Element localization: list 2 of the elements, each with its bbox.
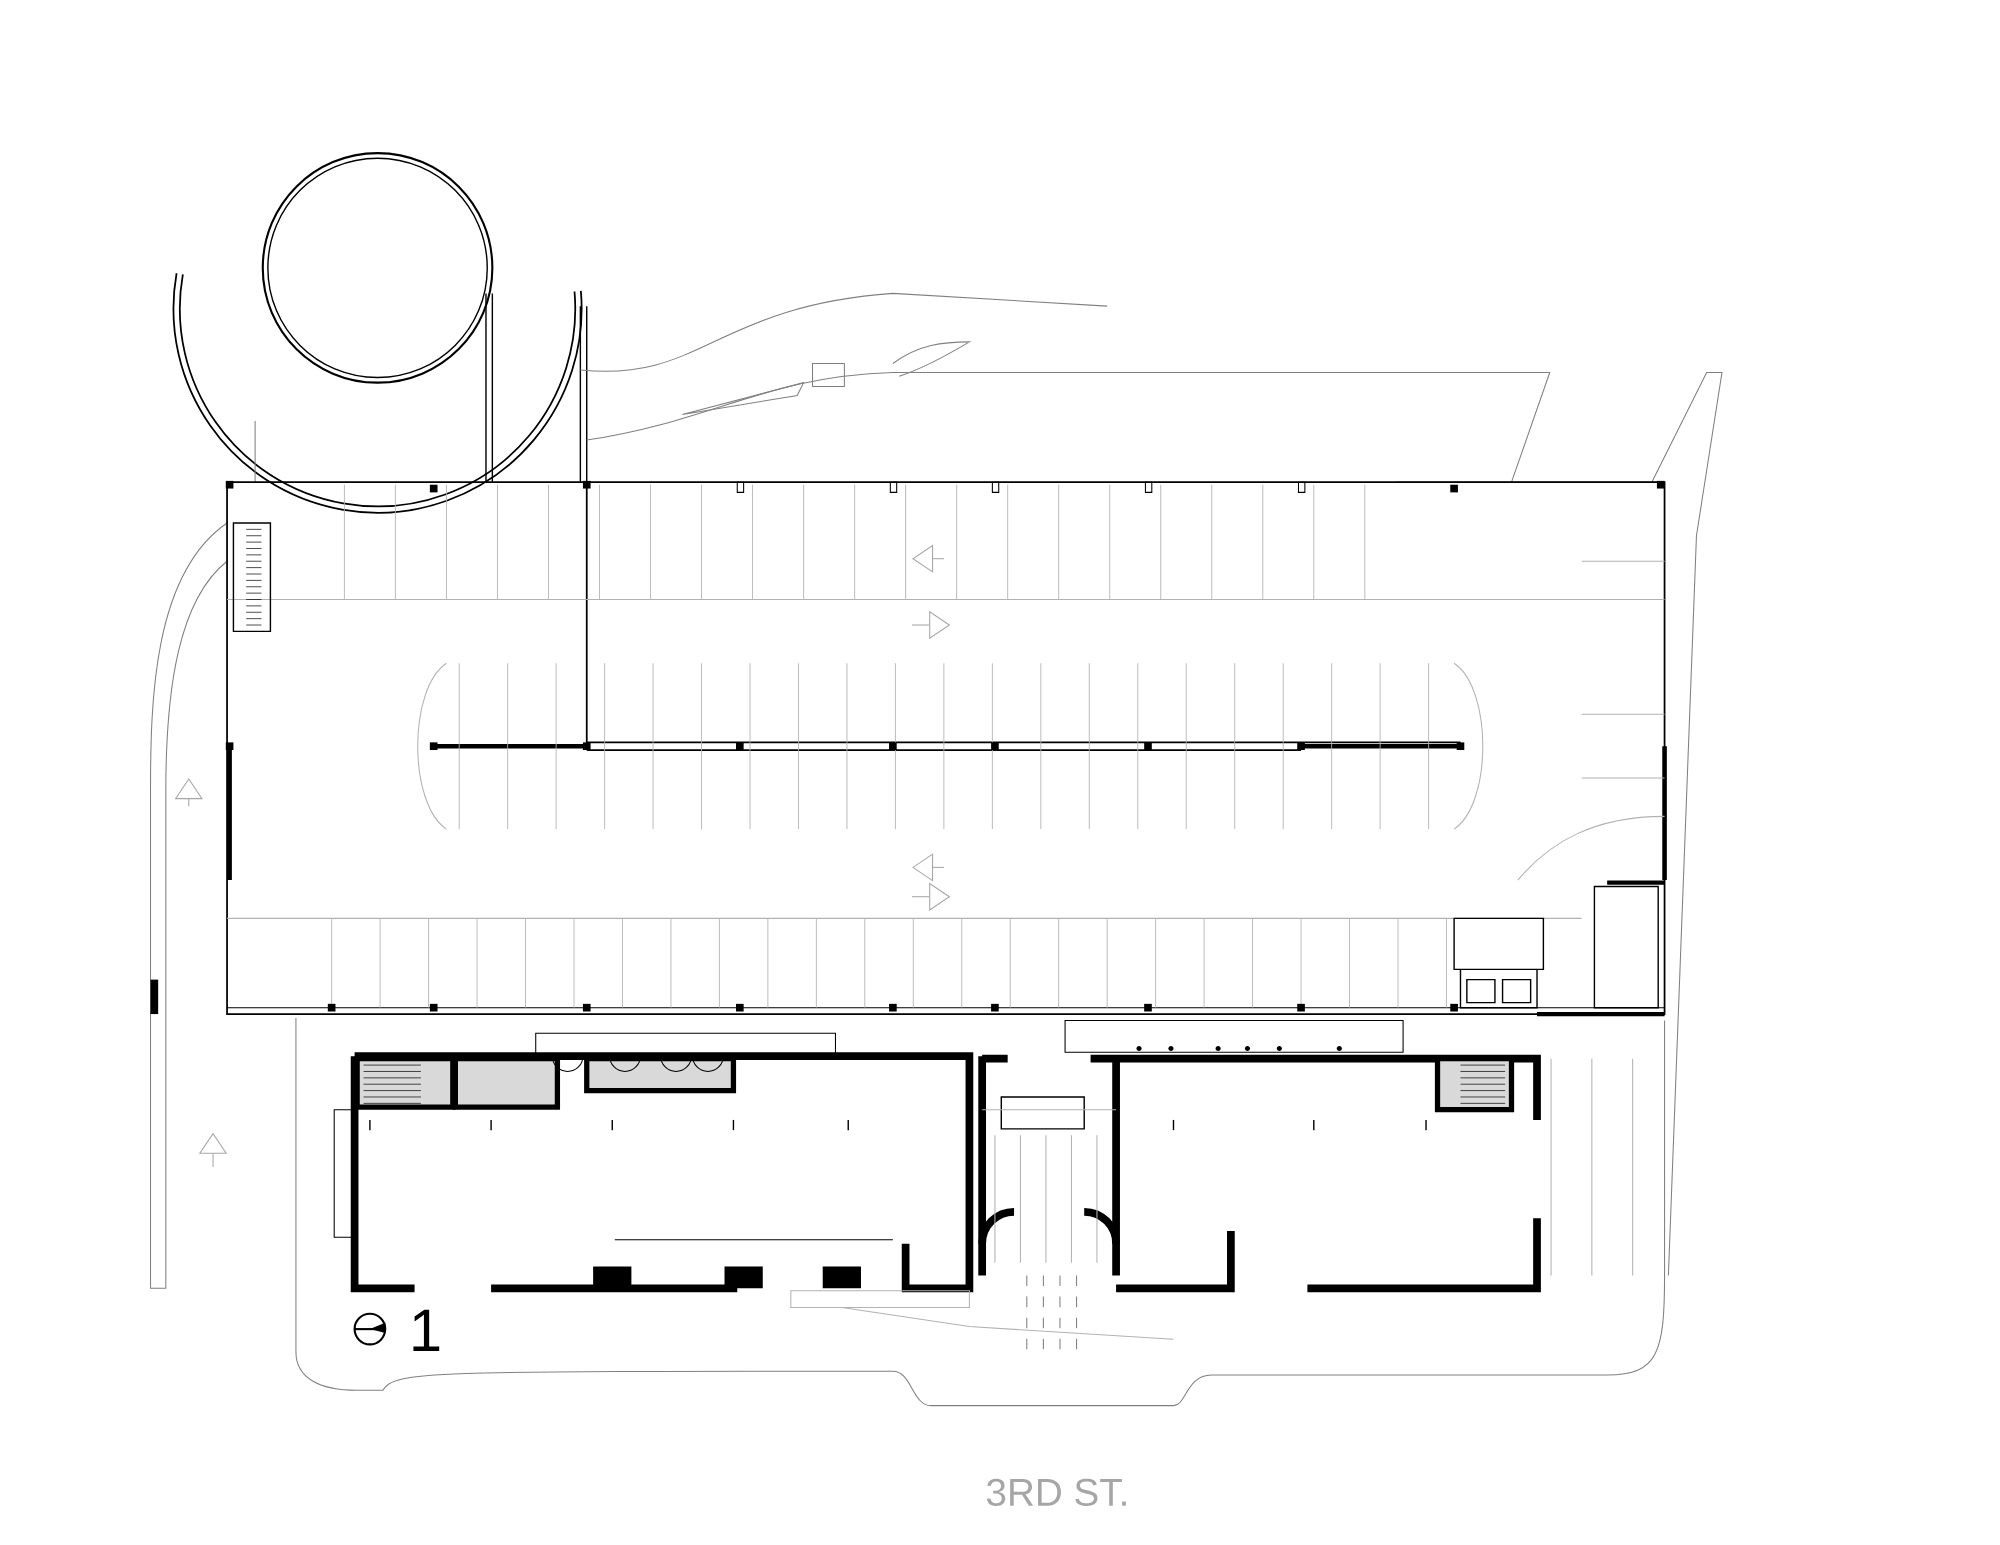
drawing-number: 1 [413,1310,440,1352]
street-name: 3RD ST. [986,1478,1126,1507]
